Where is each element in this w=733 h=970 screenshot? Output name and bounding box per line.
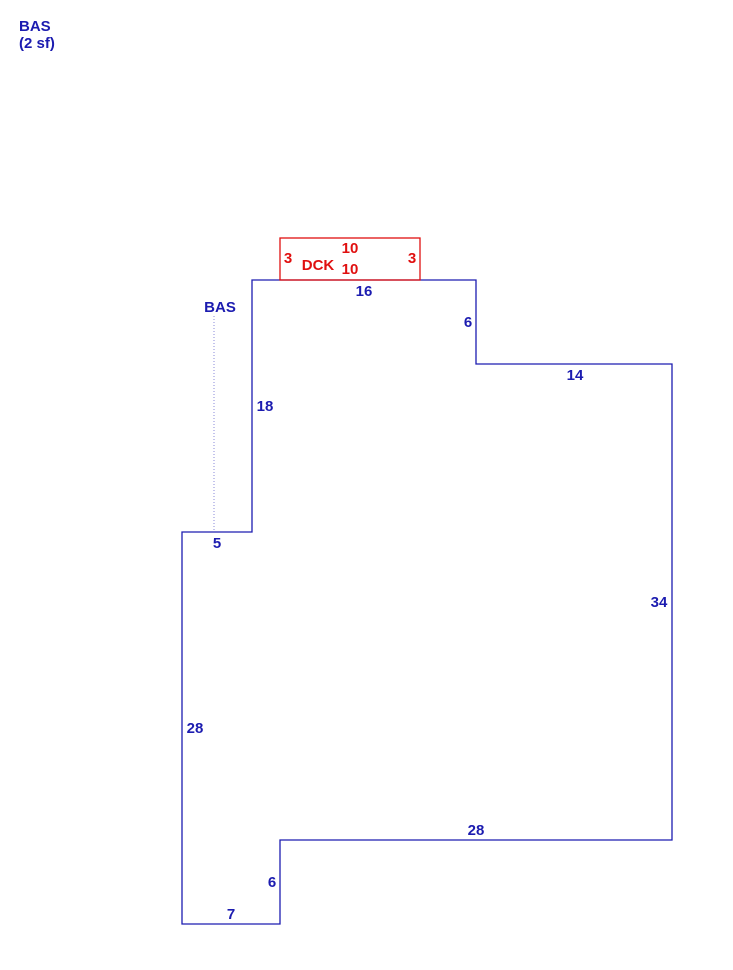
bas-dim-left-lower: 28 — [187, 720, 204, 737]
bas-dim-lower-notch: 6 — [268, 874, 276, 891]
bas-dim-bottom-right: 28 — [468, 822, 485, 839]
area-summary-size: (2 sf) — [19, 35, 55, 52]
deck-label: DCK — [302, 257, 335, 274]
deck-dim-bottom: 10 — [342, 261, 359, 278]
bas-dim-right-step: 6 — [464, 314, 472, 331]
deck-outline[interactable] — [279, 237, 421, 281]
bas-dim-upper-right: 14 — [567, 367, 584, 384]
bas-dim-right: 34 — [651, 594, 668, 611]
deck-dim-right: 3 — [408, 250, 416, 267]
area-summary-name: BAS — [19, 18, 51, 35]
bas-outline[interactable] — [181, 279, 673, 925]
bas-dim-left-upper: 18 — [257, 398, 274, 415]
deck-dim-left: 3 — [284, 250, 292, 267]
bas-dim-top: 16 — [356, 283, 373, 300]
deck-dim-top: 10 — [342, 240, 359, 257]
bas-dim-left-step: 5 — [213, 535, 221, 552]
bas-label: BAS — [204, 299, 236, 316]
area-summary: BAS (2 sf) — [19, 18, 55, 52]
bas-dim-bottom: 7 — [227, 906, 235, 923]
